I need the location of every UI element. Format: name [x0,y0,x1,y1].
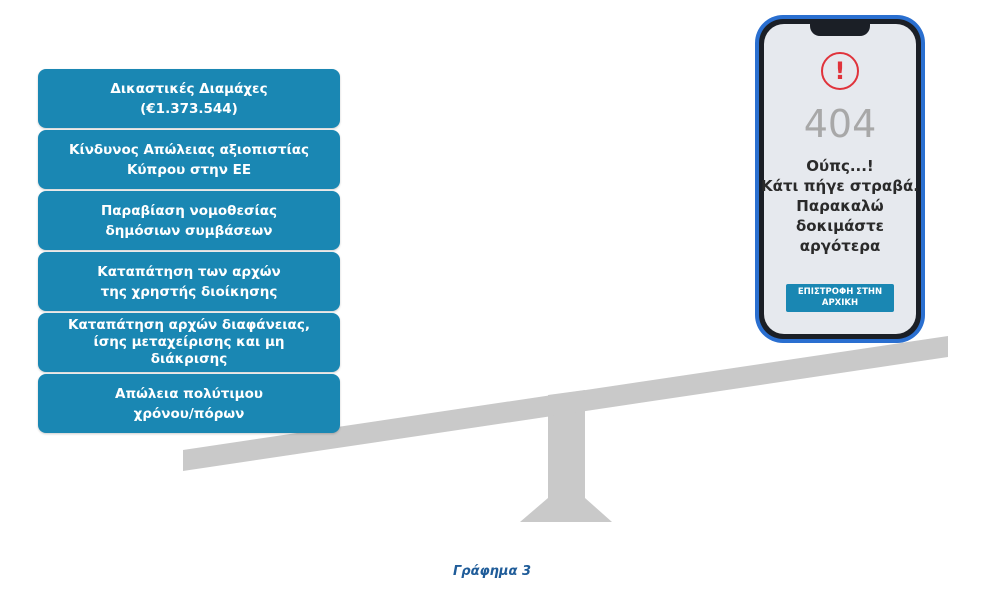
risk-label: Κίνδυνος Απώλειας αξιοπιστίας Κύπρου στη… [68,141,310,178]
risk-box: Παραβίαση νομοθεσίας δημόσιων συμβάσεων [38,191,340,250]
return-home-button: ΕΠΙΣΤΡΟΦΗ ΣΤΗΝ ΑΡΧΙΚΗ [786,284,894,312]
fulcrum [520,390,612,522]
risk-box: Απώλεια πολύτιμου χρόνου/πόρων [38,374,340,433]
risk-box: Καταπάτηση των αρχών της χρηστής διοίκησ… [38,252,340,311]
risk-label: Παραβίαση νομοθεσίας δημόσιων συμβάσεων [100,202,278,239]
alert-icon: ! [821,52,859,90]
risk-box: Καταπάτηση αρχών διαφάνειας, ίσης μεταχε… [38,313,340,372]
phone-notch [810,24,870,36]
error-code: 404 [803,102,877,146]
risk-label: Δικαστικές Διαμάχες (€1.373.544) [110,80,268,117]
phone-illustration: ! 404 Ούπς...! Κάτι πήγε στραβά. Παρακαλ… [755,15,925,343]
risk-label: Καταπάτηση των αρχών της χρηστής διοίκησ… [97,263,281,300]
phone-screen: ! 404 Ούπς...! Κάτι πήγε στραβά. Παρακαλ… [761,24,919,334]
risk-box: Κίνδυνος Απώλειας αξιοπιστίας Κύπρου στη… [38,130,340,189]
scale-beam [183,336,948,471]
risk-label: Καταπάτηση αρχών διαφάνειας, ίσης μεταχε… [68,317,310,367]
risk-stack: Δικαστικές Διαμάχες (€1.373.544) Κίνδυνο… [38,69,340,435]
figure-caption: Γράφημα 3 [452,564,531,579]
error-message: Ούπς...! Κάτι πήγε στραβά. Παρακαλώ δοκι… [761,157,919,255]
risk-box: Δικαστικές Διαμάχες (€1.373.544) [38,69,340,128]
risk-label: Απώλεια πολύτιμου χρόνου/πόρων [115,385,263,422]
